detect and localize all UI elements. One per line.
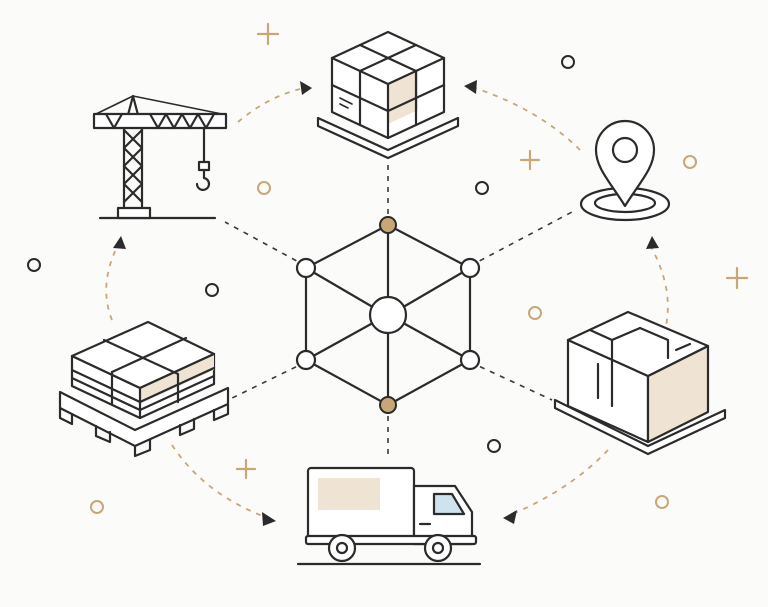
decorative-sparkles: [235, 22, 749, 480]
hub-top-node: [379, 216, 397, 234]
arrowhead-to-truck-left: [262, 512, 276, 526]
arc-location-boxes: [474, 87, 581, 151]
arc-warehouse-location: [649, 244, 669, 331]
arrowhead-to-location: [646, 236, 659, 249]
delivery-truck-icon: [296, 466, 482, 566]
dot-icon: [475, 181, 489, 195]
dot-icon: [205, 283, 219, 297]
dot-icon: [90, 500, 104, 514]
flow-arrowheads: [113, 80, 659, 526]
arc-warehouse-truck: [509, 449, 609, 516]
arrowhead-to-boxes-right: [464, 80, 477, 94]
dot-icon: [561, 55, 575, 69]
warehouse-floorplan-icon: [553, 310, 727, 456]
dot-icon: [27, 258, 41, 272]
hub-node: [459, 257, 481, 279]
stacked-boxes-icon: [316, 30, 460, 160]
hub-spokes: [224, 160, 573, 460]
arc-pallet-crane: [105, 244, 119, 321]
sparkle-icon: [519, 149, 541, 171]
arc-crane-boxes: [237, 87, 306, 123]
hub-bottom-node: [379, 396, 397, 414]
dot-icon: [487, 439, 501, 453]
dot-icon: [257, 181, 271, 195]
pallet-with-goods-icon: [58, 320, 230, 458]
sparkle-icon: [725, 266, 749, 290]
arc-pallet-truck: [171, 444, 269, 519]
hub-center-node: [368, 295, 408, 335]
flow-arcs: [105, 87, 669, 519]
map-pin-icon: [579, 119, 671, 222]
decorative-dots: [27, 55, 697, 514]
construction-crane-icon: [92, 94, 228, 220]
dot-icon: [655, 495, 669, 509]
sparkle-icon: [235, 458, 257, 480]
dot-icon: [683, 155, 697, 169]
sparkle-icon: [256, 22, 280, 46]
hub-node: [459, 349, 481, 371]
hub-node: [295, 349, 317, 371]
arrowhead-to-boxes-left: [300, 81, 312, 95]
dot-icon: [528, 306, 542, 320]
network-hub-icon: [295, 216, 481, 414]
arrowhead-to-truck-right: [503, 510, 517, 524]
arrowhead-to-crane: [113, 236, 126, 249]
hub-node: [295, 257, 317, 279]
